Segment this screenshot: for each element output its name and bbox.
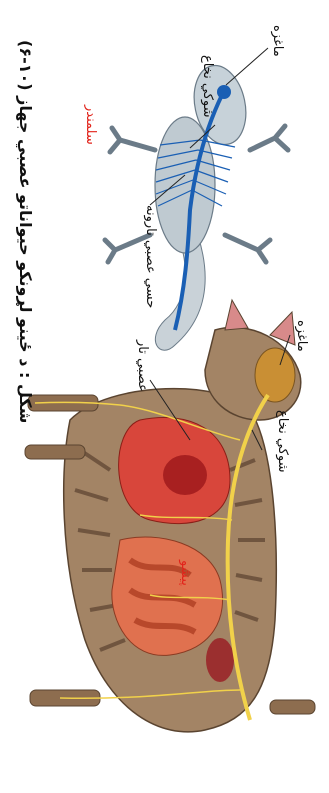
cat-nerve-label: عصبي تار	[135, 340, 150, 392]
salamander-sensory-nerve-label: حسي عصبي تارونه	[143, 205, 158, 308]
cat-illustration	[25, 300, 315, 732]
cat-species-name: پیشو	[178, 560, 193, 586]
figure-caption: (۶-۱۰) شکل : د ځینو لړونکو حیواناتو عصبي…	[16, 40, 35, 423]
salamander-species-name: سلمندر	[83, 105, 98, 145]
salamander-brain-label: ماغزه	[270, 25, 285, 57]
cat-spinal-cord-label: شوکي نخاع	[275, 410, 290, 473]
salamander-spinal-cord-label: شوکي نخاع	[200, 55, 215, 118]
cat-brain-label: ماغزه	[294, 320, 309, 352]
salamander-illustration	[105, 61, 288, 351]
